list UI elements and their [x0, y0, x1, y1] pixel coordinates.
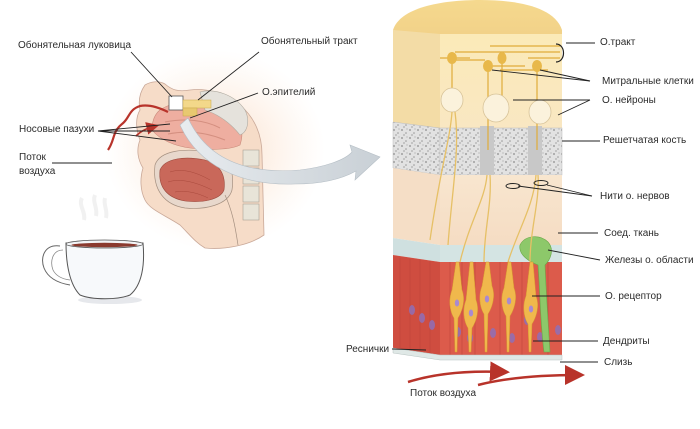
mitral-cell — [532, 60, 542, 72]
olfactory-bulb-marker — [168, 95, 184, 111]
label-nasal-sinuses: Носовые пазухи — [19, 124, 95, 135]
leader-fibers-2 — [546, 184, 593, 197]
mitral-cell — [483, 60, 493, 72]
receptor-cell — [449, 261, 464, 353]
epithelium-striations — [399, 258, 549, 355]
label-o-receptor: О. рецептор — [605, 291, 662, 302]
label-ethmoid-bone: Решетчатая кость — [603, 135, 687, 146]
leader-glands — [547, 249, 601, 261]
leader-sinus-1 — [97, 123, 171, 132]
leader-sinus-3 — [97, 130, 177, 142]
leader-bulb — [130, 51, 173, 98]
airflow-arrow-2 — [477, 365, 585, 387]
label-olfactory-bulb: Обонятельная луковица — [18, 40, 132, 51]
tea — [71, 242, 138, 248]
connective-side — [393, 168, 440, 245]
leader-cilia — [391, 348, 427, 351]
glomerulus — [440, 87, 464, 113]
receptor-nuclei — [454, 295, 534, 317]
label-connective-tissue: Соед. ткань — [604, 228, 659, 239]
mitral-cell — [447, 52, 457, 64]
label-o-neurons: О. нейроны — [602, 95, 656, 106]
label-cilia: Реснички — [346, 344, 390, 355]
steam — [78, 194, 109, 221]
mitral-cell-bodies — [447, 52, 542, 72]
connective-front — [440, 175, 562, 245]
bone-foramen — [528, 126, 542, 175]
label-mucus: Слизь — [604, 357, 633, 368]
bulb-side-face — [393, 30, 440, 128]
leader-epithelium — [189, 92, 259, 119]
tongue — [159, 157, 225, 202]
label-o-tract: О.тракт — [600, 37, 636, 48]
olfactory-tract-shape — [182, 99, 212, 109]
olfactory-gland — [519, 236, 552, 353]
turbinate — [164, 119, 221, 129]
tissue-block — [392, 0, 585, 387]
fiber-ring — [533, 180, 549, 186]
leader-mitral-1 — [491, 69, 591, 82]
leader-tract — [197, 51, 260, 101]
label-olfactory-tract: Обонятельный тракт — [261, 36, 358, 47]
nasal-airflow-arrow — [135, 122, 160, 137]
cup-body — [65, 242, 145, 300]
olfactory-epithelium-shape — [182, 107, 198, 117]
label-dendrites: Дендриты — [603, 336, 650, 347]
label-glands: Железы о. области — [605, 255, 694, 266]
leader-mitral-2 — [539, 69, 591, 82]
lamina-side — [393, 238, 440, 262]
cup-handle-inner — [51, 249, 71, 281]
olfactory-receptor-cells — [449, 261, 538, 353]
sinus-bone — [199, 90, 249, 136]
bone-foramen — [480, 126, 494, 175]
leader-neurons-2 — [557, 99, 591, 116]
receptor-cell — [501, 261, 516, 353]
glomeruli — [440, 87, 552, 125]
nasal-airflow-path — [107, 104, 169, 151]
leader-lines — [52, 42, 601, 363]
olfactory-nerve-fibers — [429, 111, 539, 263]
label-airflow-left-2: воздуха — [19, 166, 56, 177]
label-nerve-fibers: Нити о. нервов — [600, 191, 670, 202]
ethmoid-bone-side — [392, 121, 441, 176]
receptor-cell — [479, 261, 494, 353]
leader-fibers-1 — [517, 185, 593, 197]
head-cross-section — [105, 50, 325, 250]
turbinate — [167, 131, 226, 141]
ethmoid-bone-front — [439, 127, 563, 176]
label-mitral-cells: Митральные клетки — [602, 76, 694, 87]
tongue-folds — [167, 170, 213, 199]
throat — [224, 194, 239, 246]
block-top-dome — [393, 0, 562, 34]
airflow-arrow-1 — [407, 361, 510, 384]
zoom-arrow — [179, 117, 381, 185]
cup-handle — [42, 245, 71, 286]
receptor-cell — [463, 261, 478, 353]
epithelium-side — [393, 255, 440, 355]
tea-cup — [42, 194, 145, 304]
mucus-layer — [392, 347, 563, 361]
label-airflow-left-1: Поток — [19, 152, 46, 163]
glomerulus — [528, 99, 552, 125]
label-airflow-right: Поток воздуха — [410, 388, 477, 399]
mitral-cell — [497, 52, 507, 64]
tract-bracket — [555, 43, 565, 63]
label-olfactory-epithelium: О.эпителий — [262, 87, 316, 98]
glomerulus — [482, 93, 510, 123]
